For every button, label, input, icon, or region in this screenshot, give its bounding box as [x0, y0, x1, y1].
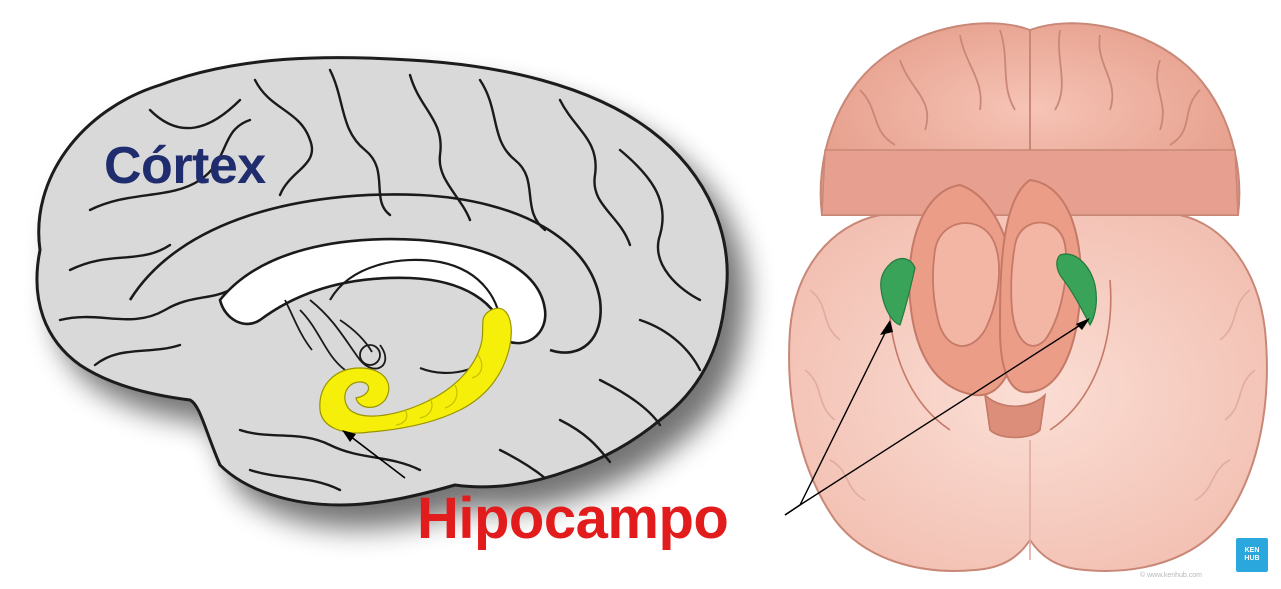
right-brain-illustration — [785, 23, 1267, 571]
hippocampus-label: Hipocampo — [417, 490, 728, 548]
kenhub-logo-icon: KEN HUB — [1236, 538, 1268, 572]
badge-line-2: HUB — [1244, 555, 1259, 563]
cortex-label: Córtex — [104, 140, 266, 192]
left-brain-outline — [37, 58, 727, 505]
image-credit: © www.kenhub.com — [1140, 572, 1202, 579]
left-brain-illustration — [37, 58, 727, 505]
badge-line-1: KEN — [1245, 547, 1260, 555]
